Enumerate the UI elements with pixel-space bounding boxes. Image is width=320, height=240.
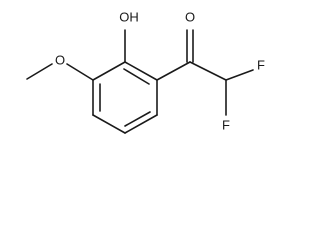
ring-bond <box>92 114 126 134</box>
ring-bond <box>124 61 158 81</box>
carbonyl-oxygen-label: O <box>185 9 195 24</box>
fluorine-upper-label: F <box>257 57 265 72</box>
cf-bond-upper <box>225 69 254 81</box>
ring-carbonyl-bond <box>156 61 191 81</box>
carbonyl-cf2-bond <box>189 61 227 81</box>
ring-bond <box>124 114 158 134</box>
hydroxyl-label: OH <box>119 9 139 24</box>
methoxy-oxygen-label: O <box>55 52 65 67</box>
structure-diagram: OH O O F F <box>26 9 265 134</box>
methoxy-o-ring-bond <box>66 63 94 81</box>
ring-bond <box>92 61 126 81</box>
ring-double-bond <box>123 68 150 85</box>
fluorine-lower-label: F <box>222 117 230 132</box>
benzene-ring <box>92 61 158 134</box>
methoxy-methyl-bond <box>26 63 53 80</box>
ring-double-bond <box>124 111 151 127</box>
